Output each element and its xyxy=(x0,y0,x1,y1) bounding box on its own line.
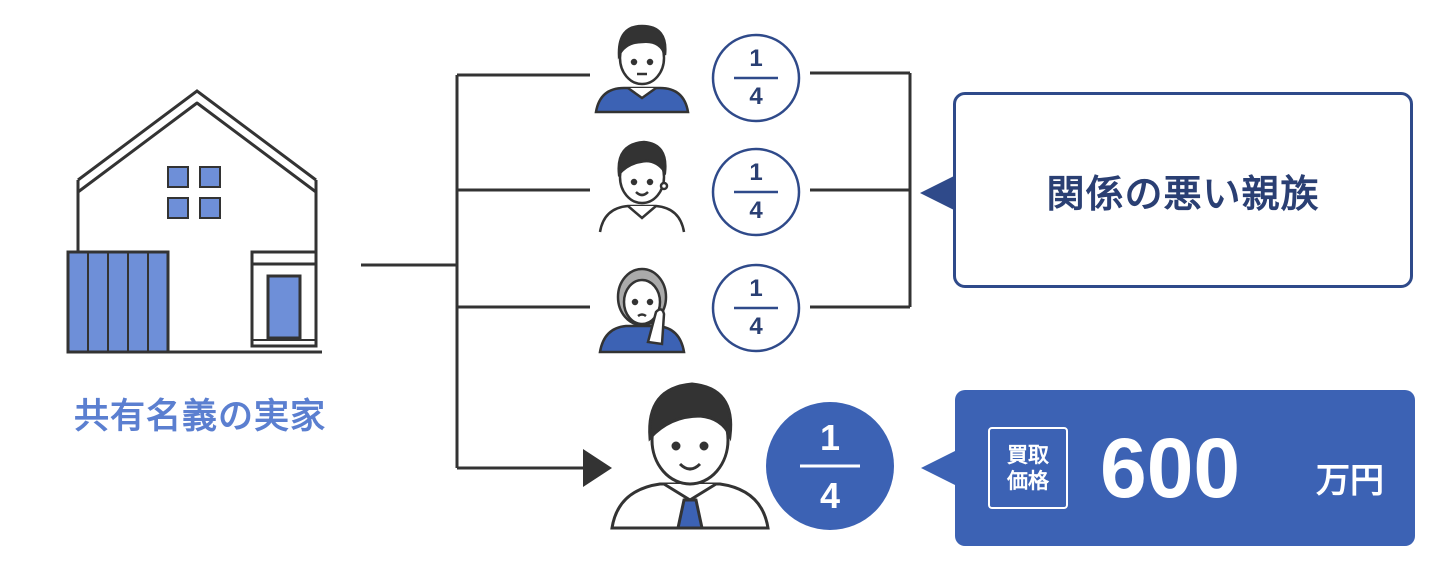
price-pointer xyxy=(921,450,957,486)
price-box xyxy=(955,390,1415,546)
share-denominator: 4 xyxy=(749,83,763,110)
businessman-icon xyxy=(610,382,770,530)
callout-pointer xyxy=(920,176,954,210)
share-numerator: 1 xyxy=(749,45,762,72)
share-circle-4: 1 4 xyxy=(766,402,894,530)
relatives-callout: 関係の悪い親族 xyxy=(953,92,1413,288)
connector-lines xyxy=(361,71,912,470)
price-unit: 万円 xyxy=(1316,461,1384,501)
share-denominator: 4 xyxy=(749,197,763,224)
callout-text: 関係の悪い親族 xyxy=(1046,171,1320,216)
share-numerator: 1 xyxy=(749,159,762,186)
front-door xyxy=(250,250,318,348)
garage-door xyxy=(66,250,170,354)
young-man-icon xyxy=(598,140,686,233)
share-circle-1: 1 4 xyxy=(711,33,801,123)
worried-woman-icon xyxy=(598,267,686,354)
share-denominator: 4 xyxy=(820,475,840,516)
house-window xyxy=(167,166,221,219)
arrow-head-icon xyxy=(583,449,612,487)
share-numerator: 1 xyxy=(820,417,840,458)
share-denominator: 4 xyxy=(749,313,763,340)
share-circle-2: 1 4 xyxy=(711,147,801,237)
share-numerator: 1 xyxy=(749,275,762,302)
house-label: 共有名義の実家 xyxy=(73,397,326,437)
man-icon xyxy=(594,24,690,114)
price-value: 600 xyxy=(1100,421,1241,515)
price-tag-line2: 価格 xyxy=(1007,469,1049,493)
price-tag: 買取 価格 xyxy=(988,427,1068,509)
share-circle-3: 1 4 xyxy=(711,263,801,353)
price-tag-line1: 買取 xyxy=(1007,443,1049,467)
